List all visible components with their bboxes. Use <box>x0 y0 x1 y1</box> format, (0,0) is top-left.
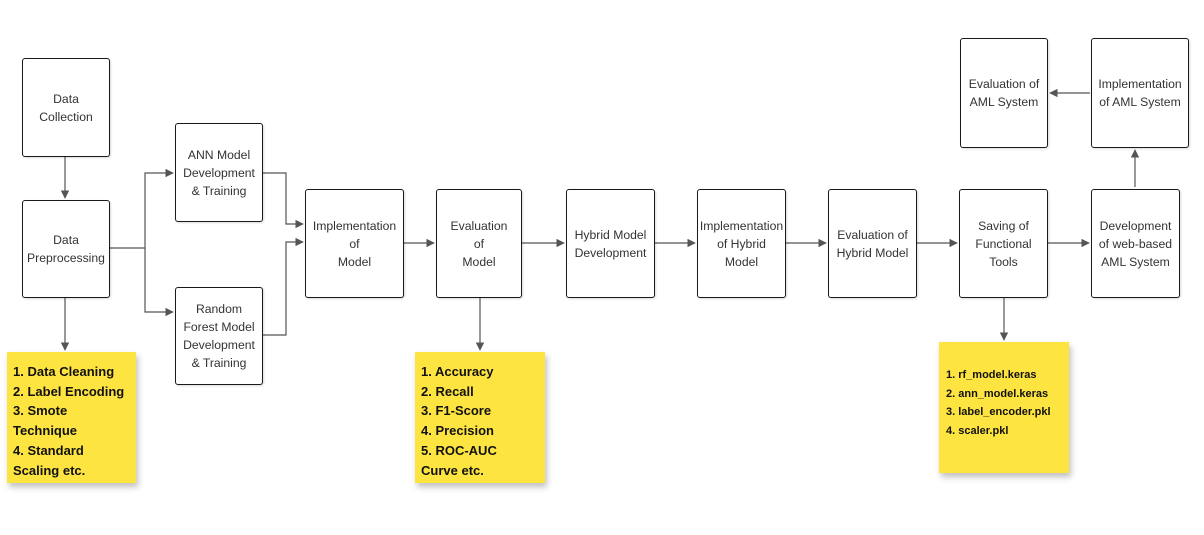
sticky-note-saved-tools: 1. rf_model.keras 2. ann_model.keras 3. … <box>939 342 1069 473</box>
list-item: 4. scaler.pkl <box>946 424 1009 437</box>
list-item: 2. ann_model.keras <box>946 387 1049 400</box>
sticky-note-evaluation-metrics: 1. Accuracy 2. Recall 3. F1-Score 4. Pre… <box>415 352 545 483</box>
node-implementation-model: Implementation of Model <box>305 189 404 298</box>
node-label: Random Forest Model Development & Traini… <box>183 302 255 370</box>
list-item: 2. Recall <box>421 383 474 399</box>
node-data-preprocessing: Data Preprocessing <box>22 200 110 298</box>
node-implementation-aml: Implementation of AML System <box>1091 38 1189 148</box>
node-label: Implementation of Model <box>312 218 397 269</box>
node-data-collection: Data Collection <box>22 58 110 157</box>
preprocessing-steps-list: 1. Data Cleaning 2. Label Encoding 3. Sm… <box>13 362 136 480</box>
node-label: Data Preprocessing <box>27 233 105 265</box>
list-item: 4. Precision <box>421 423 494 439</box>
node-label: Development of web-based AML System <box>1098 218 1173 269</box>
list-item: 1. Accuracy <box>421 364 494 379</box>
node-label: Implementation of AML System <box>1098 77 1182 109</box>
node-evaluation-aml: Evaluation of AML System <box>960 38 1048 148</box>
list-item: 1. Data Cleaning <box>13 364 115 379</box>
node-evaluation-model: Evaluation of Model <box>436 189 522 298</box>
node-rf-model: Random Forest Model Development & Traini… <box>175 287 263 385</box>
arrow-ann-to-implementation <box>263 172 304 229</box>
node-label: Evaluation of Model <box>450 218 508 269</box>
node-saving-tools: Saving of Functional Tools <box>959 189 1048 298</box>
arrow-preprocessing-to-rf <box>144 248 174 317</box>
list-item: 2. Label Encoding <box>13 383 125 399</box>
arrow-rf-to-implementation <box>263 237 304 336</box>
node-label: Data Collection <box>39 91 93 124</box>
node-ann-model: ANN Model Development & Training <box>175 123 263 222</box>
list-item: 1. rf_model.keras <box>946 369 1037 381</box>
sticky-note-preprocessing: 1. Data Cleaning 2. Label Encoding 3. Sm… <box>7 352 136 483</box>
list-item: 3. F1-Score <box>421 403 492 419</box>
arrow-preprocessing-to-ann <box>110 168 174 249</box>
node-label: Evaluation of AML System <box>968 77 1040 109</box>
node-label: Evaluation of Hybrid Model <box>836 227 909 260</box>
evaluation-metrics-list: 1. Accuracy 2. Recall 3. F1-Score 4. Pre… <box>421 362 545 480</box>
node-evaluation-hybrid: Evaluation of Hybrid Model <box>828 189 917 298</box>
node-label: Hybrid Model Development <box>574 227 647 260</box>
node-web-aml-development: Development of web-based AML System <box>1091 189 1180 298</box>
list-item: 4. Standard Scaling etc. <box>13 442 86 478</box>
node-implementation-hybrid: Implementation of Hybrid Model <box>697 189 786 298</box>
node-label: Saving of Functional Tools <box>975 218 1032 269</box>
list-item: 3. label_encoder.pkl <box>946 406 1051 418</box>
node-label: Implementation of Hybrid Model <box>699 218 784 269</box>
list-item: 3. Smote Technique <box>13 403 78 439</box>
list-item: 5. ROC-AUC Curve etc. <box>421 442 497 478</box>
node-label: ANN Model Development & Training <box>183 147 255 198</box>
saved-tools-list: 1. rf_model.keras 2. ann_model.keras 3. … <box>946 366 1069 440</box>
node-hybrid-development: Hybrid Model Development <box>566 189 655 298</box>
